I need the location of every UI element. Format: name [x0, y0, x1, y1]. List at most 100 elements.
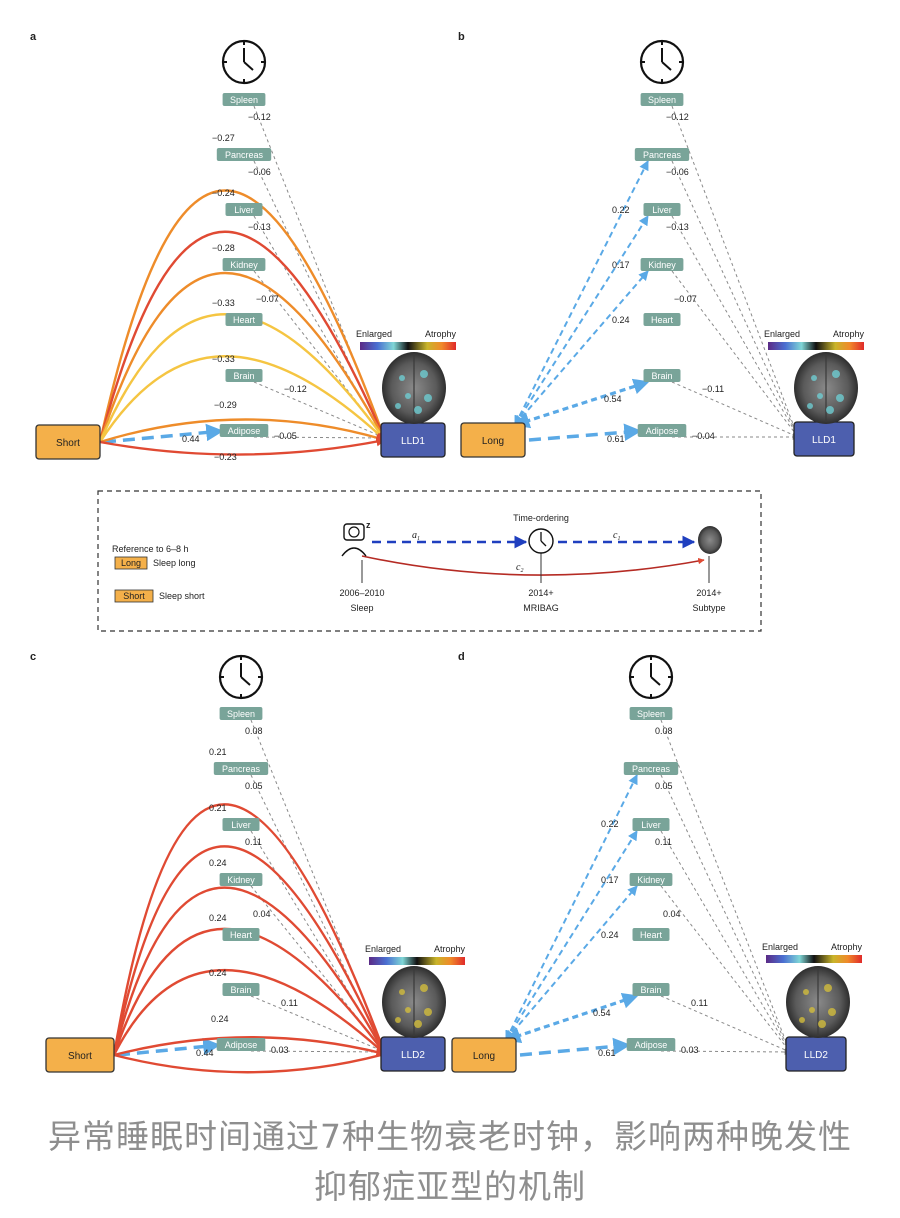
- panel-a-clock-hand-minute: [243, 61, 254, 71]
- panel-a-scale-left-label: Enlarged: [356, 329, 392, 339]
- panel-d-letter: d: [458, 651, 465, 663]
- panel-c-color-scale-bar: [369, 957, 465, 965]
- panel-b-brain-spot: [832, 370, 840, 378]
- panel-d-exposure-box: [451, 1037, 517, 1073]
- legend-item-short-text: Sleep short: [159, 591, 205, 601]
- panel-a-organ-heart-label: Heart: [233, 315, 256, 325]
- panel-a-value-exposure-to-brain: −0.33: [212, 354, 235, 364]
- legend-clock-hand-minute: [540, 540, 547, 547]
- panel-d-outcome-label: LLD2: [804, 1050, 828, 1061]
- panel-b-value-exposure-to-liver: 0.17: [612, 260, 630, 270]
- panel-a-value-exposure-to-pancreas: −0.27: [212, 133, 235, 143]
- panel-b-value-pancreas-to-outcome: −0.06: [666, 167, 689, 177]
- legend-time-ordering-label: Time-ordering: [513, 513, 569, 523]
- panel-a-value-direct-2: −0.23: [214, 452, 237, 462]
- legend-path-c1-label: c1: [613, 530, 620, 542]
- panel-c-organ-liver-label: Liver: [231, 820, 251, 830]
- panel-a-arc-exposure-to-brain: [98, 355, 386, 443]
- panel-b-edge-liver-to-outcome: [671, 215, 799, 438]
- panel-c-value-exposure-to-pancreas: 0.21: [209, 747, 227, 757]
- panel-a-brain-spot: [399, 375, 405, 381]
- panel-c-exposure-label: Short: [68, 1051, 92, 1062]
- legend-path-a1-label: a1: [412, 530, 420, 542]
- panel-d-brain-spot: [824, 984, 832, 992]
- panel-d-edge-pancreas-to-outcome: [660, 774, 791, 1053]
- panel-a-brain-spot: [420, 370, 428, 378]
- panel-c-organ-kidney-label-bg: [219, 873, 263, 886]
- panel-c-value-exposure-to-brain: 0.24: [209, 968, 227, 978]
- panel-a-organ-spleen-label-bg: [222, 93, 266, 106]
- panel-b-value-exposure-to-kidney: 0.24: [612, 315, 630, 325]
- panel-c-scale-right-label: Atrophy: [434, 944, 466, 954]
- panel-c-organ-liver-label-bg: [222, 818, 260, 831]
- panel-c-organ-pancreas-label: Pancreas: [222, 764, 261, 774]
- panel-d-organ-adipose-label: Adipose: [635, 1040, 668, 1050]
- panel-c-clock-hand-minute: [240, 676, 251, 686]
- panel-c-organ-brain-label-bg: [222, 983, 260, 996]
- panel-b-value-kidney-to-outcome: −0.07: [674, 294, 697, 304]
- panel-b-organ-adipose-label-bg: [637, 424, 687, 437]
- panel-b-organ-heart-label: Heart: [651, 315, 674, 325]
- panel-c-value-pancreas-to-outcome: 0.05: [245, 781, 263, 791]
- panel-b-value-exposure-to-pancreas: 0.22: [612, 205, 630, 215]
- panel-d-edge-kidney-to-outcome: [660, 885, 791, 1053]
- panel-d-value-exposure-to-kidney: 0.24: [601, 930, 619, 940]
- legend-item-long-text: Sleep long: [153, 558, 196, 568]
- edges-layer: [98, 105, 799, 1074]
- panel-c-brain-spot: [405, 1007, 411, 1013]
- panel-d-edge-exposure-to-kidney: [505, 885, 638, 1041]
- panel-a-organ-adipose-label: Adipose: [228, 426, 261, 436]
- legend-stage-1-years: 2006–2010: [339, 588, 384, 598]
- panel-d-value-kidney-to-outcome: 0.04: [663, 909, 681, 919]
- panel-a-organ-kidney-label-bg: [222, 258, 266, 271]
- panel-a-value-liver-to-outcome: −0.13: [248, 222, 271, 232]
- figure-caption: 异常睡眠时间通过7种生物衰老时钟，影响两种晚发性 抑郁症亚型的机制: [0, 1112, 900, 1212]
- panel-d-scale-right-label: Atrophy: [831, 942, 863, 952]
- legend-path-c1-label-sub: 1: [617, 536, 620, 542]
- panel-b-letter: b: [458, 31, 465, 43]
- panel-b-organ-adipose-label: Adipose: [646, 426, 679, 436]
- legend-path-c2-label-main: c: [516, 562, 521, 573]
- panel-d-organ-kidney-label-bg: [629, 873, 673, 886]
- labels-layer: aSpleenPancreasLiverKidneyHeartBrainAdip…: [30, 31, 864, 1062]
- legend-path-a1-label-sub: 1: [417, 536, 420, 542]
- panel-b-brain-spot: [811, 375, 817, 381]
- panel-d-organ-pancreas-label: Pancreas: [632, 764, 671, 774]
- panel-c-value-exposure-to-liver: 0.21: [209, 803, 227, 813]
- panel-a-edge-adipose-to-outcome: [253, 434, 386, 441]
- panel-c-organ-kidney-label: Kidney: [227, 875, 255, 885]
- panel-b-brain-spot: [817, 393, 823, 399]
- panel-b-exposure-box: [460, 422, 526, 458]
- panel-d-edge-spleen-to-outcome: [660, 719, 791, 1053]
- panel-c-value-liver-to-outcome: 0.11: [245, 837, 262, 847]
- legend-box: [97, 490, 762, 632]
- panel-a-arc-exposure-to-liver: [98, 230, 387, 443]
- panel-d-brain-spot: [828, 1008, 836, 1016]
- panel-a-scale-right-label: Atrophy: [425, 329, 457, 339]
- panel-c-edge-adipose-to-outcome: [250, 1048, 386, 1055]
- panel-c-organ-heart-label-bg: [222, 928, 260, 941]
- panel-a-organ-heart-label-bg: [225, 313, 263, 326]
- panel-b-value-brain-to-outcome: −0.11: [702, 384, 724, 394]
- legend-path-c2-label: c2: [516, 562, 523, 574]
- panel-b-organ-liver-label-bg: [643, 203, 681, 216]
- legend-sleep-icon-clock: [348, 526, 360, 538]
- legend-stage-3-label: Subtype: [692, 603, 725, 613]
- panel-d-brain-spot: [809, 1007, 815, 1013]
- panel-b-organ-kidney-label: Kidney: [648, 260, 676, 270]
- legend-sleep-icon-person: [341, 547, 367, 557]
- panel-c-organ-spleen-label-bg: [219, 707, 263, 720]
- panel-d-value-pancreas-to-outcome: 0.05: [655, 781, 673, 791]
- panel-a-letter: a: [30, 31, 37, 43]
- panel-a-brain-spot: [395, 403, 401, 409]
- panel-d-edge-brain-to-outcome: [660, 995, 791, 1053]
- panel-d-value-exposure-to-adipose: 0.61: [598, 1048, 616, 1058]
- panel-a-arc-exposure-to-kidney: [98, 272, 387, 443]
- panel-d-edge-exposure-to-pancreas: [505, 774, 638, 1041]
- panel-d-edge-liver-to-outcome: [660, 830, 791, 1053]
- panel-a-edge-liver-to-outcome: [253, 215, 386, 439]
- panel-c-exposure-box: [45, 1037, 115, 1073]
- panel-d-organ-spleen-label: Spleen: [637, 709, 665, 719]
- legend-path-c2-label-sub: 2: [520, 568, 523, 574]
